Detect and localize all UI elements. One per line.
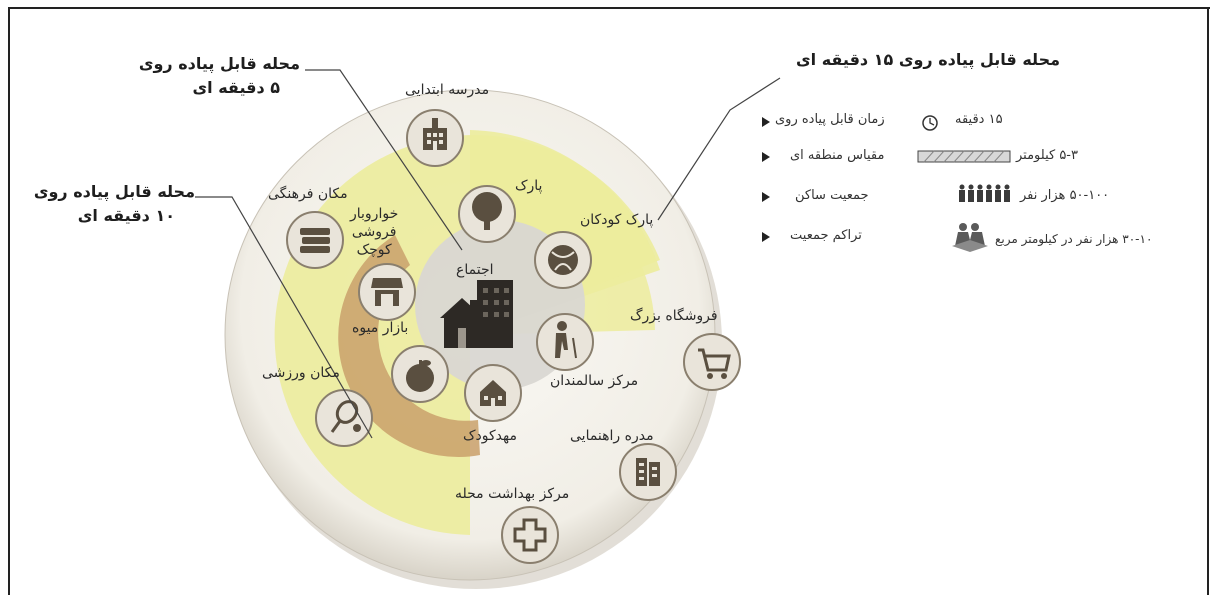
label-grocery: خواروبار فروشی کوچک bbox=[350, 205, 398, 259]
legend-graphics bbox=[762, 115, 1011, 252]
five-min-leader bbox=[305, 69, 463, 251]
label-grocery-line2: فروشی bbox=[351, 224, 397, 240]
legend-population-label: جمعیت ساکن bbox=[795, 188, 869, 203]
label-playground: پارک کودکان bbox=[580, 212, 654, 228]
label-elderly-center: مرکز سالمندان bbox=[550, 373, 639, 389]
ten-min-title-line2: ۱۰ دقیقه ای bbox=[77, 206, 175, 225]
school-icon bbox=[423, 118, 447, 150]
legend-arrow-3 bbox=[762, 192, 770, 202]
five-min-title: محله قابل پیاده روی ۵ دقیقه ای bbox=[105, 52, 300, 100]
crowd-icon bbox=[952, 223, 988, 252]
label-fruit-market: بازار میوه bbox=[352, 320, 409, 336]
label-cultural-center: مکان فرهنگی bbox=[268, 186, 348, 202]
legend-arrow-4 bbox=[762, 232, 770, 242]
five-min-title-line2: ۵ دقیقه ای bbox=[192, 78, 281, 97]
sports-icon-circle bbox=[315, 389, 373, 447]
people-icon bbox=[959, 184, 1010, 202]
scale-bar-icon bbox=[917, 150, 1011, 163]
community-buildings-icon bbox=[440, 280, 513, 348]
beach-ball-icon bbox=[548, 245, 578, 275]
legend-density-label: تراکم جمعیت bbox=[790, 228, 862, 243]
legend-density-value: ۳۰-۱۰ هزار نفر در کیلومتر مربع bbox=[995, 232, 1153, 246]
tree-icon bbox=[472, 192, 502, 230]
five-min-title-line1: محله قابل پیاده روی bbox=[138, 54, 300, 73]
label-shopping-mall: فروشگاه بزرگ bbox=[630, 308, 718, 324]
daycare-icon bbox=[480, 380, 506, 406]
health-icon-circle bbox=[501, 506, 559, 564]
apple-icon bbox=[406, 360, 434, 392]
label-elementary-school: مدرسه ابتدایی bbox=[405, 82, 490, 98]
legend-population-value: ۵۰-۱۰۰ هزار نفر bbox=[1020, 188, 1110, 203]
label-middle-school: مدره راهنمایی bbox=[570, 428, 654, 444]
label-daycare: مهدکودک bbox=[463, 428, 517, 444]
ten-min-leader bbox=[195, 196, 373, 439]
tennis-racket-icon bbox=[330, 400, 361, 433]
shopping-cart-icon bbox=[698, 348, 731, 379]
legend-scale-label: مقیاس منطقه ای bbox=[790, 148, 885, 163]
legend-walk-time-label: زمان قابل پیاده روی bbox=[775, 112, 885, 127]
label-sports: مکان ورزشی bbox=[262, 365, 340, 381]
fifteen-min-leader bbox=[657, 77, 781, 221]
ten-min-title-line1: محله قابل پیاده روی bbox=[33, 182, 195, 201]
legend-arrow-1 bbox=[762, 117, 770, 127]
ten-min-title: محله قابل پیاده روی ۱۰ دقیقه ای bbox=[20, 180, 195, 228]
label-park: پارک bbox=[515, 178, 543, 194]
label-health-center: مرکز بهداشت محله bbox=[455, 486, 570, 502]
elderly-person-icon bbox=[555, 321, 577, 359]
label-grocery-line3: کوچک bbox=[356, 242, 392, 258]
shop-icon bbox=[371, 278, 403, 306]
legend-walk-time-value: ۱۵ دقیقه bbox=[955, 112, 1003, 127]
label-community: اجتماع bbox=[456, 262, 494, 278]
fifteen-min-title: محله قابل پیاده روی ۱۵ دقیقه ای bbox=[795, 50, 1060, 69]
legend-arrow-2 bbox=[762, 152, 770, 162]
mall-icon-circle bbox=[683, 333, 741, 391]
label-grocery-line1: خواروبار bbox=[350, 206, 399, 222]
clock-icon bbox=[922, 115, 938, 131]
office-building-icon bbox=[636, 458, 660, 486]
medical-cross-icon bbox=[513, 518, 547, 552]
legend-scale-value: ۵-۳ کیلومتر bbox=[1016, 148, 1078, 163]
middle-school-icon-circle bbox=[619, 443, 677, 501]
books-icon bbox=[300, 228, 330, 253]
